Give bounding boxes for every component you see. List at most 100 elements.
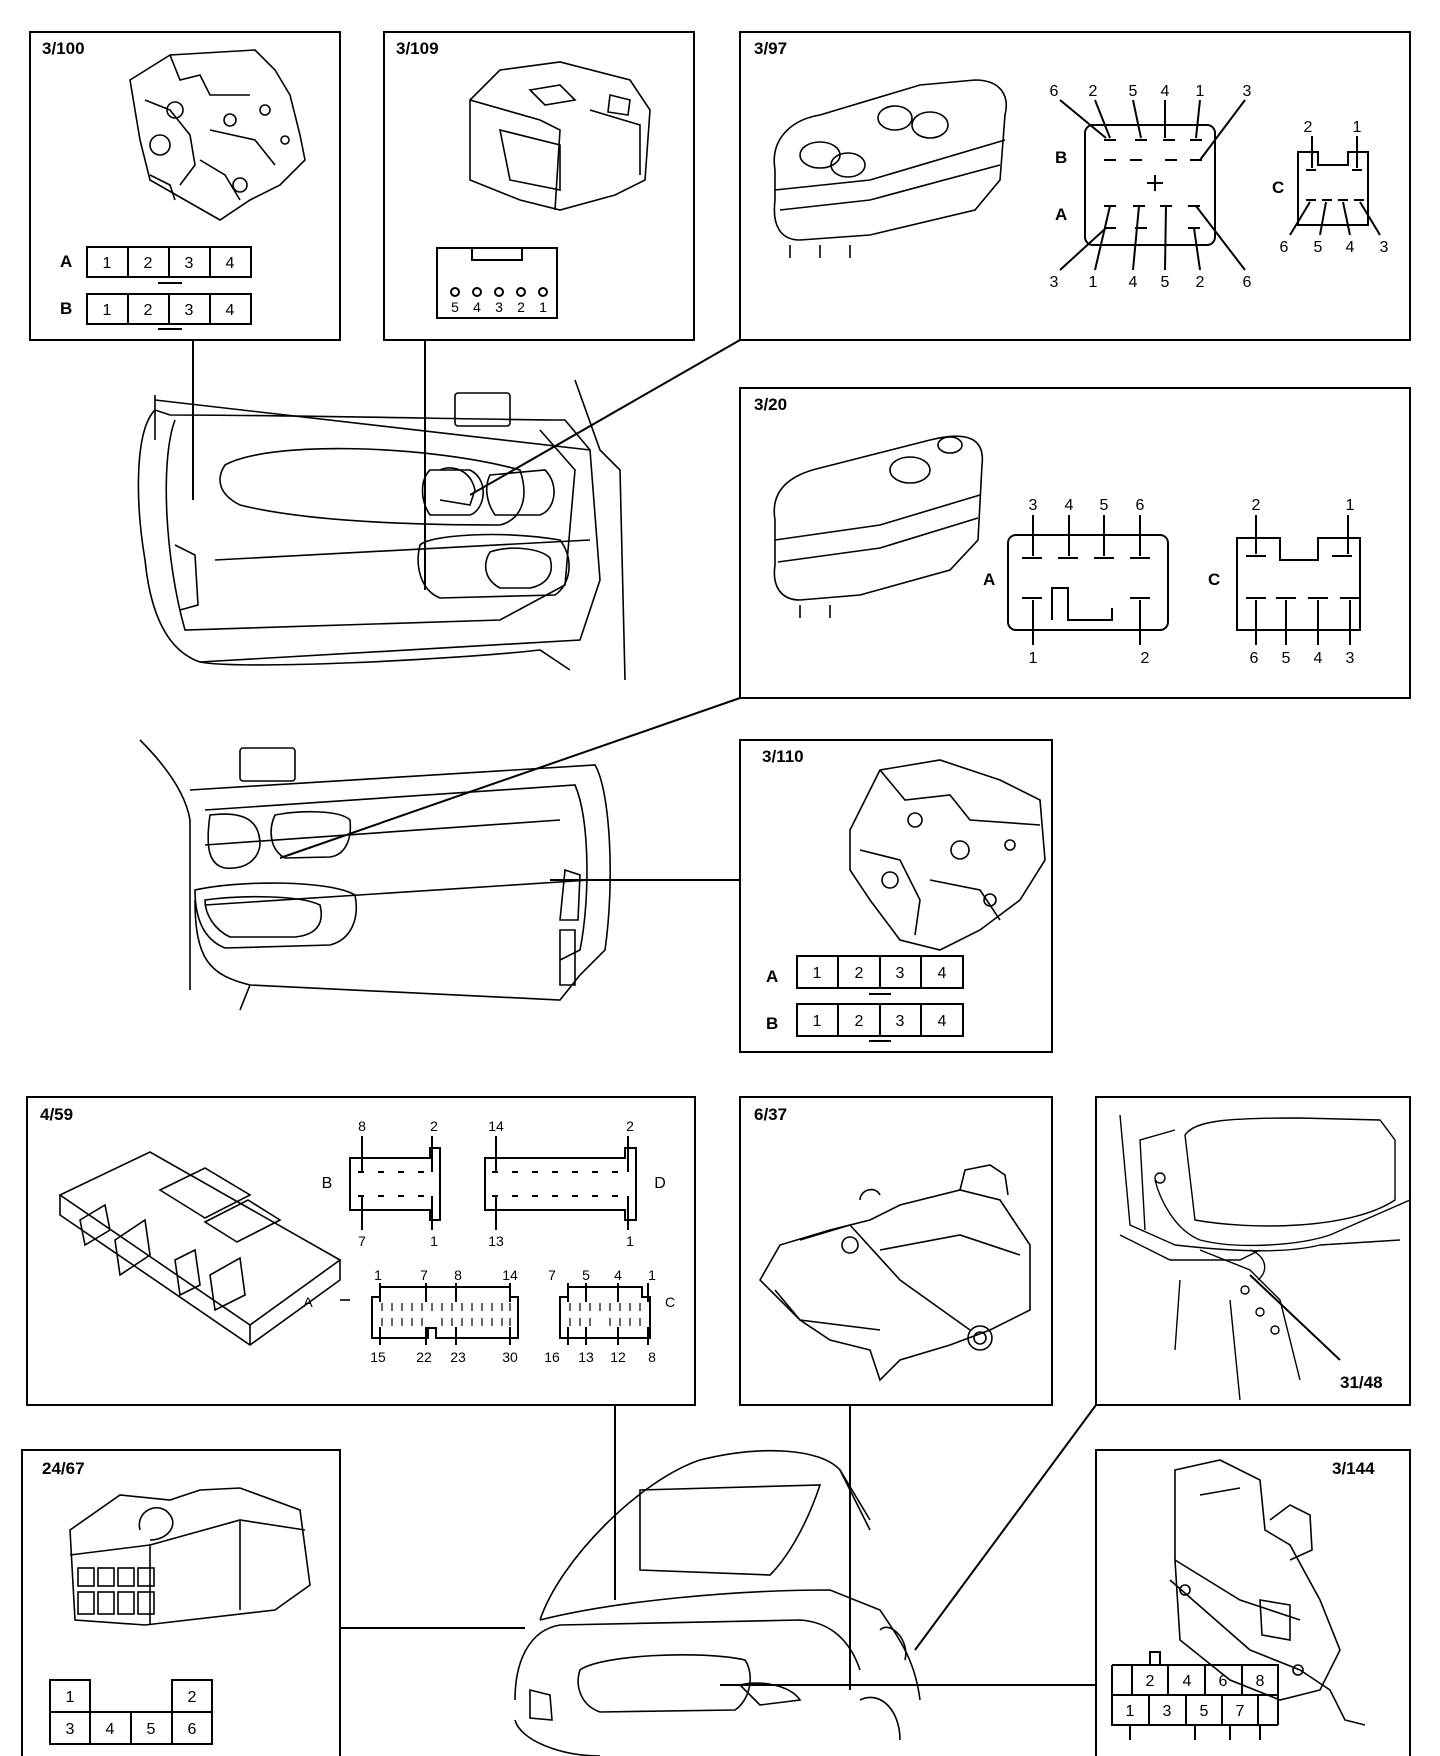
connector-3-20-c: C 2 1 6 5 4 3 [1208, 497, 1361, 667]
panel-label: 24/67 [42, 1459, 85, 1478]
panel-label: 3/144 [1332, 1459, 1375, 1478]
svg-text:A: A [303, 1294, 313, 1310]
svg-text:2: 2 [626, 1118, 634, 1134]
panel-6-37: 6/37 [739, 1096, 1053, 1406]
svg-text:5: 5 [1282, 650, 1291, 667]
svg-text:2: 2 [144, 302, 153, 319]
svg-text:2: 2 [1146, 1673, 1155, 1690]
svg-text:D: D [654, 1175, 666, 1192]
panel-31-48: 31/48 [1095, 1096, 1411, 1406]
svg-text:4: 4 [1183, 1673, 1192, 1690]
panel-label: 3/109 [396, 39, 439, 58]
svg-text:14: 14 [502, 1267, 518, 1283]
svg-text:1: 1 [430, 1233, 438, 1249]
connector-row-a: A 1 2 3 4 [60, 246, 252, 284]
svg-text:B: B [60, 299, 72, 318]
svg-text:1: 1 [626, 1233, 634, 1249]
connector-3-97-ab: B A 6 2 5 4 1 [1050, 83, 1252, 291]
svg-text:3: 3 [185, 302, 194, 319]
connector-3-97-c: C 2 1 6 5 4 3 [1272, 119, 1389, 256]
leader-lines [192, 339, 1097, 1690]
right-door-drawing [139, 739, 612, 1011]
svg-text:4: 4 [106, 1721, 115, 1738]
svg-text:A: A [1055, 205, 1067, 224]
svg-text:4: 4 [1346, 239, 1355, 256]
panel-3-97: 3/97 B A [739, 31, 1411, 341]
svg-text:B: B [322, 1175, 333, 1192]
left-door-drawing [137, 379, 626, 681]
svg-text:2: 2 [144, 255, 153, 272]
panel-24-67: 24/67 1 2 3 4 5 6 [21, 1449, 341, 1756]
svg-text:1: 1 [1196, 83, 1205, 100]
svg-text:6: 6 [1243, 274, 1252, 291]
svg-text:1: 1 [103, 255, 112, 272]
svg-text:8: 8 [648, 1349, 656, 1365]
connector-3-109: 5 4 3 2 1 [436, 247, 558, 319]
svg-text:8: 8 [454, 1267, 462, 1283]
panel-label: 3/20 [754, 395, 787, 414]
svg-text:4: 4 [938, 965, 947, 982]
svg-text:8: 8 [1256, 1673, 1265, 1690]
svg-text:3: 3 [1380, 239, 1389, 256]
svg-text:15: 15 [370, 1349, 386, 1365]
panel-label: 6/37 [754, 1105, 787, 1124]
svg-text:4: 4 [1314, 650, 1323, 667]
svg-text:4: 4 [1129, 274, 1138, 291]
panel-label: 31/48 [1340, 1373, 1383, 1392]
svg-text:3: 3 [1029, 497, 1038, 514]
panel-label: 4/59 [40, 1105, 73, 1124]
svg-text:3: 3 [495, 299, 503, 315]
svg-text:13: 13 [488, 1233, 504, 1249]
svg-text:5: 5 [1161, 274, 1170, 291]
svg-text:1: 1 [539, 299, 547, 315]
svg-text:2: 2 [1089, 83, 1098, 100]
door-lock-drawing [849, 759, 1046, 951]
svg-text:2: 2 [1196, 274, 1205, 291]
svg-text:6: 6 [1250, 650, 1259, 667]
panel-3-109: 3/109 5 4 3 2 1 [383, 31, 695, 341]
svg-text:5: 5 [1100, 497, 1109, 514]
svg-text:2: 2 [517, 299, 525, 315]
svg-text:5: 5 [1314, 239, 1323, 256]
svg-text:A: A [766, 967, 778, 986]
connector-4-59-c: C 7 5 4 1 16 13 12 8 [544, 1267, 675, 1365]
svg-text:3: 3 [185, 255, 194, 272]
svg-text:2: 2 [855, 1013, 864, 1030]
car-rear-drawing [514, 1449, 921, 1756]
svg-text:3: 3 [66, 1721, 75, 1738]
svg-text:1: 1 [1089, 274, 1098, 291]
svg-text:5: 5 [451, 299, 459, 315]
svg-text:14: 14 [488, 1118, 504, 1134]
svg-text:2: 2 [1141, 650, 1150, 667]
window-switch-drawing [773, 435, 984, 618]
svg-text:2: 2 [188, 1689, 197, 1706]
connector-4-59-b: B 8 2 7 1 [322, 1118, 441, 1249]
svg-text:C: C [665, 1294, 675, 1310]
connector-row-b: B 1 2 3 4 [60, 293, 252, 330]
connector-row-b: B 1 2 3 4 [766, 1003, 964, 1042]
svg-text:4: 4 [1065, 497, 1074, 514]
window-switch-drawing [773, 79, 1007, 258]
svg-text:C: C [1208, 570, 1220, 589]
svg-text:2: 2 [1304, 119, 1313, 136]
svg-text:13: 13 [578, 1349, 594, 1365]
svg-text:1: 1 [374, 1267, 382, 1283]
svg-text:6: 6 [1136, 497, 1145, 514]
svg-text:3: 3 [896, 965, 905, 982]
svg-text:4: 4 [226, 302, 235, 319]
actuator-drawing [759, 1164, 1031, 1382]
svg-text:1: 1 [1029, 650, 1038, 667]
connector-3-144: 2 4 6 8 1 3 5 7 [1111, 1651, 1279, 1740]
lock-motor-drawing [1169, 1459, 1366, 1726]
connector-4-59-d: D 14 2 13 1 [484, 1118, 666, 1249]
panel-4-59: 4/59 B 8 2 [26, 1096, 696, 1406]
svg-text:3: 3 [896, 1013, 905, 1030]
svg-text:C: C [1272, 178, 1284, 197]
svg-text:3: 3 [1163, 1703, 1172, 1720]
svg-text:3: 3 [1346, 650, 1355, 667]
svg-text:7: 7 [420, 1267, 428, 1283]
svg-text:B: B [766, 1014, 778, 1033]
svg-text:4: 4 [1161, 83, 1170, 100]
svg-text:1: 1 [66, 1689, 75, 1706]
svg-text:1: 1 [1353, 119, 1362, 136]
